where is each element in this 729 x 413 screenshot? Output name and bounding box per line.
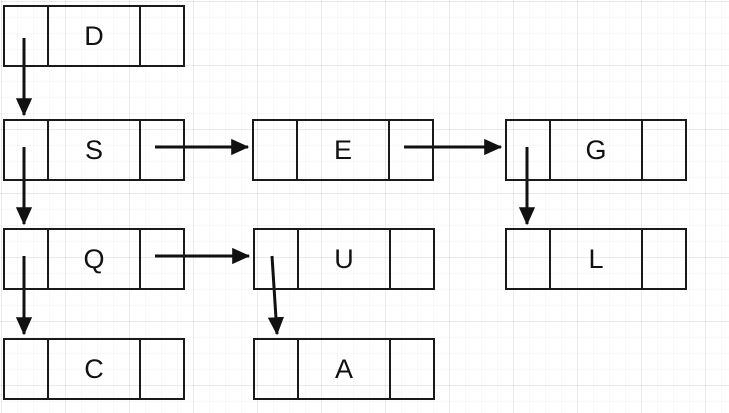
node-q-next-pointer-cell bbox=[139, 230, 183, 288]
node-l-next-pointer-cell bbox=[641, 230, 685, 288]
node-s-next-pointer-cell bbox=[139, 121, 183, 179]
node-e-next-pointer-cell bbox=[388, 121, 432, 179]
list-node-e[interactable]: E bbox=[252, 119, 434, 181]
node-g-value: G bbox=[585, 134, 607, 165]
node-e-prev-pointer-cell bbox=[254, 121, 298, 179]
list-node-s[interactable]: S bbox=[3, 119, 185, 181]
node-a-next-pointer-cell bbox=[389, 340, 433, 398]
node-u-prev-pointer-cell bbox=[255, 230, 299, 288]
node-d-next-pointer-cell bbox=[139, 7, 183, 65]
node-s-value: S bbox=[84, 134, 103, 165]
node-u-value: U bbox=[334, 243, 354, 274]
node-l-value: L bbox=[588, 243, 604, 274]
node-g-prev-pointer-cell bbox=[507, 121, 551, 179]
node-q-prev-pointer-cell bbox=[5, 230, 49, 288]
node-q-value: Q bbox=[83, 243, 105, 274]
list-node-q[interactable]: Q bbox=[3, 228, 185, 290]
node-c-prev-pointer-cell bbox=[5, 340, 49, 398]
list-node-c[interactable]: C bbox=[3, 338, 185, 400]
list-node-d[interactable]: D bbox=[3, 5, 185, 67]
node-u-next-pointer-cell bbox=[389, 230, 433, 288]
list-node-a[interactable]: A bbox=[253, 338, 435, 400]
node-d-prev-pointer-cell bbox=[5, 7, 49, 65]
node-d-value: D bbox=[84, 20, 104, 51]
node-c-value: C bbox=[84, 353, 104, 384]
list-node-u[interactable]: U bbox=[253, 228, 435, 290]
node-s-prev-pointer-cell bbox=[5, 121, 49, 179]
list-node-g[interactable]: G bbox=[505, 119, 687, 181]
node-g-next-pointer-cell bbox=[641, 121, 685, 179]
node-l-prev-pointer-cell bbox=[507, 230, 551, 288]
list-node-l[interactable]: L bbox=[505, 228, 687, 290]
node-a-prev-pointer-cell bbox=[255, 340, 299, 398]
node-e-value: E bbox=[333, 134, 352, 165]
node-c-next-pointer-cell bbox=[139, 340, 183, 398]
node-a-value: A bbox=[334, 353, 353, 384]
